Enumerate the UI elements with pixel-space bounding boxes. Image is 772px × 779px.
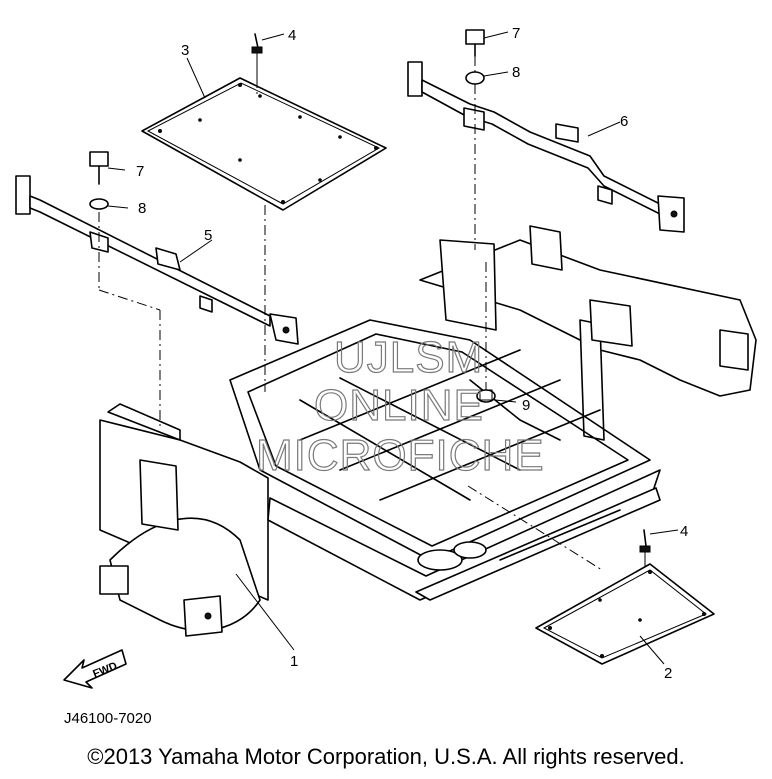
bolt-left [89,151,109,185]
callout-4-upper: 4 [288,27,296,44]
callout-1: 1 [290,653,298,670]
copyright-notice: ©2013 Yamaha Motor Corporation, U.S.A. A… [87,744,685,769]
watermark: UJLSM ONLINE MICROFICHE [255,332,545,480]
bolt-right [465,29,485,57]
callout-8-left: 8 [138,200,146,217]
cross-bracket-right [407,61,685,233]
watermark-line-3: MICROFICHE [256,431,545,480]
callout-7-right: 7 [512,25,520,42]
watermark-line-1: UJLSM [334,333,483,382]
figure-code: J46100-7020 [64,710,152,727]
callout-7-left: 7 [136,163,144,180]
floor-plate-upper [141,77,387,211]
watermark-line-2: ONLINE [314,381,484,430]
callout-4-lower: 4 [680,523,688,540]
callout-3: 3 [181,42,189,59]
screw-lower [639,529,651,566]
screw-upper [251,33,263,78]
callout-5: 5 [204,227,212,244]
chassis-frame [99,225,757,637]
forward-arrow-icon: FWD [63,649,127,689]
callout-9: 9 [522,397,530,414]
cross-bracket-left [15,175,299,345]
callout-6: 6 [620,113,628,130]
callout-2: 2 [664,665,672,682]
washer-right [465,71,485,85]
callout-8-right: 8 [512,64,520,81]
floor-plate-lower [535,563,715,665]
washer-left [89,198,109,210]
assembly-lines [98,56,603,571]
